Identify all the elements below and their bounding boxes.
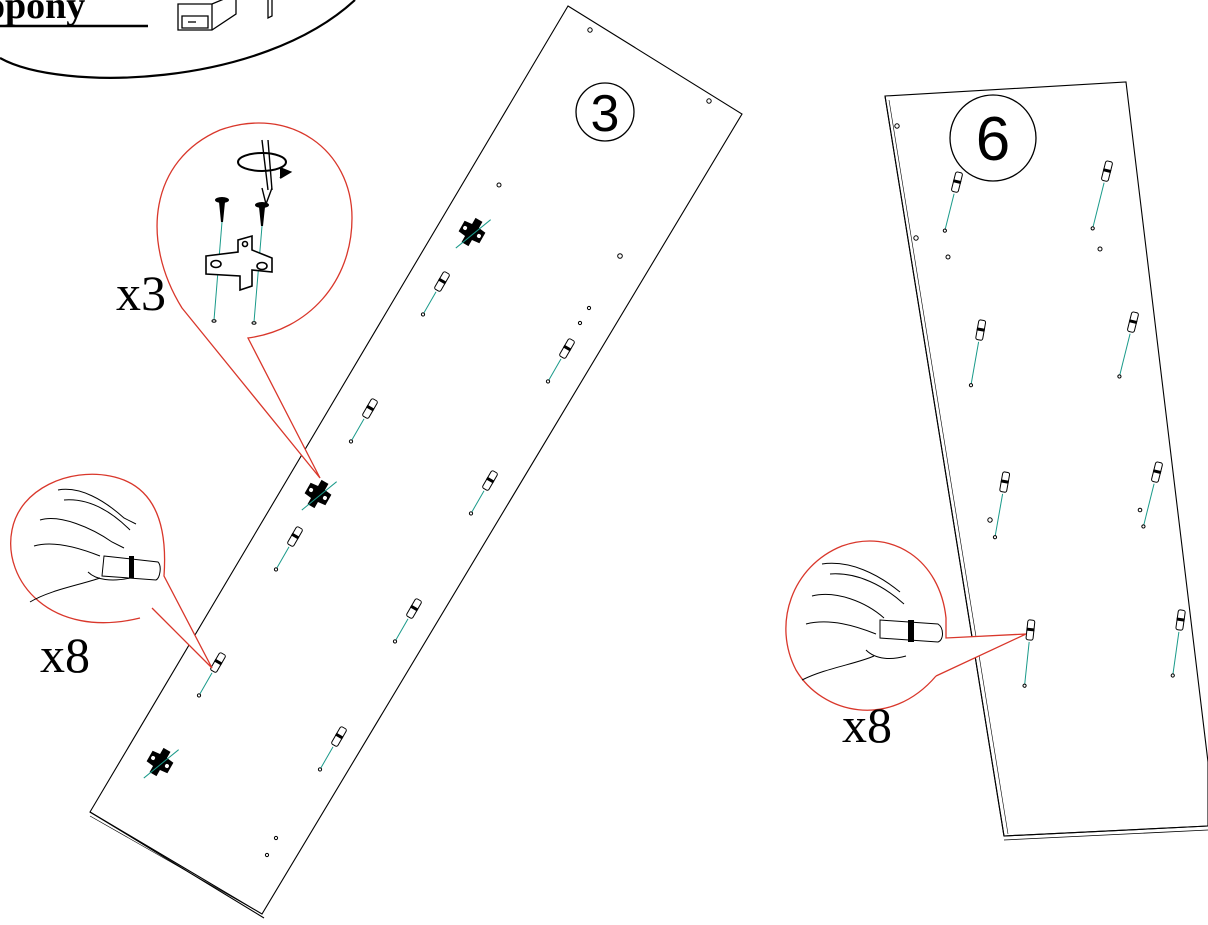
dowel-quantity-left: x8 xyxy=(40,627,90,683)
dowel-icon xyxy=(545,338,575,384)
panel-6: 6 xyxy=(884,81,1208,841)
screw-icon xyxy=(251,202,269,325)
hinge-callout: x3 xyxy=(116,122,353,479)
dowel-icon xyxy=(1117,311,1139,379)
screw-icon xyxy=(211,197,229,323)
dowel-icon xyxy=(1170,609,1186,678)
dowel-icon xyxy=(317,726,347,772)
dowel-callout-right: x8 xyxy=(785,540,1027,753)
dowel-quantity-right: x8 xyxy=(842,697,892,753)
hinge-plate-icon xyxy=(301,479,337,511)
dowel-icon xyxy=(879,619,943,643)
dowel-icon xyxy=(468,470,498,516)
panel-3-dowels xyxy=(196,271,575,772)
rotate-arrow-icon xyxy=(237,152,293,179)
dowel-icon xyxy=(196,652,226,698)
dowel-icon xyxy=(992,471,1011,540)
panel-3-number: 3 xyxy=(591,85,620,143)
panel-3-number-badge xyxy=(575,82,635,142)
panel-6-dowels xyxy=(942,160,1186,688)
dowel-icon xyxy=(392,598,422,644)
hinge-quantity: x3 xyxy=(116,265,166,321)
hand-icon xyxy=(801,562,907,681)
dowel-icon xyxy=(1141,461,1163,529)
panel-6-number: 6 xyxy=(976,105,1010,174)
dowel-callout-left: x8 xyxy=(10,473,213,683)
panel-3-holes xyxy=(264,27,712,858)
panel-3-hinge-plates xyxy=(143,217,491,779)
dowel-icon xyxy=(968,319,987,388)
hinge-plate-icon xyxy=(143,747,179,779)
hand-icon xyxy=(29,488,137,603)
header-bubble: ороny xyxy=(0,0,356,79)
cabinet-icon xyxy=(177,0,273,31)
hinge-plate-icon xyxy=(205,234,273,292)
dowel-icon xyxy=(348,398,378,444)
dowel-icon xyxy=(1022,619,1036,688)
dowel-icon xyxy=(942,171,963,233)
dowel-icon xyxy=(101,555,161,581)
dowel-icon xyxy=(1090,160,1113,231)
header-title: ороny xyxy=(0,0,85,27)
hinge-plate-icon xyxy=(455,217,491,249)
panel-3: 3 xyxy=(89,5,743,919)
dowel-icon xyxy=(420,271,450,317)
dowel-icon xyxy=(273,526,303,572)
panel-6-holes xyxy=(894,123,1143,523)
panel-6-number-badge xyxy=(949,94,1037,182)
